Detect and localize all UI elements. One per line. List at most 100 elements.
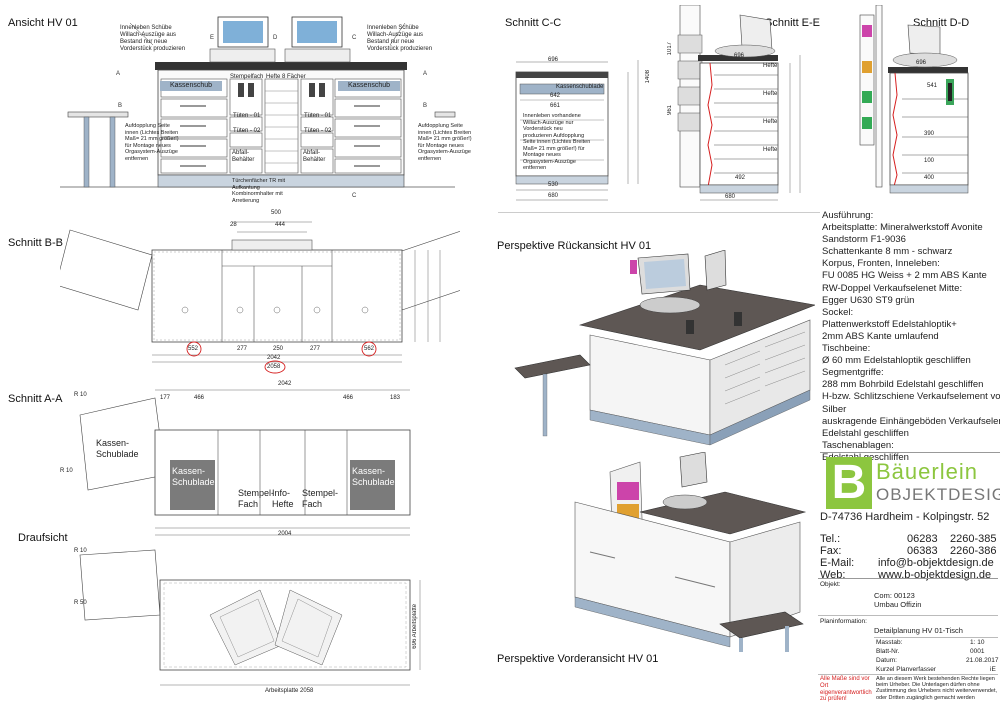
fax-number: 2260-386 <box>950 545 997 557</box>
svg-text:B: B <box>423 103 427 109</box>
dim-bb-444: 444 <box>275 222 286 228</box>
dim-dd-541: 541 <box>927 83 938 89</box>
company-name-1: Bäuerlein <box>876 459 978 484</box>
label-aa-kassenschublade-left: Kassen-Schublade <box>172 466 215 487</box>
section-aa-drawing <box>79 389 411 536</box>
dim-cc-530: 530 <box>548 182 559 188</box>
svg-text:C: C <box>352 193 357 199</box>
tb-warning: Alle Maße sind vor Ort eigenverantwortli… <box>820 676 872 703</box>
email-label: E-Mail: <box>820 557 855 569</box>
label-tueten-02-left: Tüten - 02 <box>233 128 261 134</box>
view-title-schnitt-cc: Schnitt C-C <box>505 17 562 29</box>
spec-line: Arbeitsplatte: Mineralwerkstoff Avonite <box>822 222 983 234</box>
perspective-front-drawing <box>574 452 807 652</box>
tel-area: 06283 <box>907 533 938 545</box>
dim-aa-r10-bottom: R 10 <box>60 468 73 474</box>
note-tuerchenfaecher: Türchenfächer TR mit Aufkantung Kombinor… <box>232 178 286 204</box>
label-abfall-left: Abfall-Behälter <box>232 150 255 163</box>
dim-aa-183: 183 <box>390 395 401 401</box>
tb-rights: Alle an diesem Werk bestehenden Rechte l… <box>876 676 998 701</box>
dim-bb-250: 250 <box>273 346 284 352</box>
dim-bb-28: 28 <box>230 222 237 228</box>
dim-aa-2004: 2004 <box>278 531 292 537</box>
tb-objekt-1: Com: 00123 <box>874 591 915 600</box>
spec-line: auskragende Einhängeböden Verkaufselemen… <box>822 415 1000 427</box>
spec-line: RW-Doppel Verkaufselenet Mitte: <box>822 282 963 294</box>
fax-area: 06383 <box>907 545 938 557</box>
company-address: D-74736 Hardheim - Kolpingstr. 52 <box>820 511 990 523</box>
tb-kurzel-label: Kurzel Planverfasser <box>876 666 936 673</box>
dim-bb-562: 562 <box>364 346 375 352</box>
spec-line: Taschenablagen: <box>822 439 894 451</box>
label-kassenschub-left: Kassenschub <box>160 81 222 91</box>
label-ee-hefte-4: Hefte <box>763 147 778 153</box>
dim-aa-2042: 2042 <box>278 381 292 387</box>
dim-ee-680: 680 <box>725 194 736 200</box>
spec-line: Segmentgriffe: <box>822 367 884 379</box>
dim-aa-466-left: 466 <box>194 395 205 401</box>
tb-objekt-2: Umbau Offizin <box>874 600 922 609</box>
tb-plan-label: Planinformation: <box>820 618 867 625</box>
dim-aa-r10-top: R 10 <box>74 392 87 398</box>
dim-bb-552: 552 <box>188 346 199 352</box>
tel-label: Tel.: <box>820 533 841 545</box>
note-innenleben-right: Innenleben Schübe Willach-Auszüge aus Be… <box>367 25 433 52</box>
svg-text:A: A <box>116 71 120 77</box>
dim-cc-680: 680 <box>548 193 559 199</box>
label-aa-stempelfach: Stempel-Fach <box>238 488 275 509</box>
label-ee-hefte-3: Hefte <box>763 119 778 125</box>
dim-dd-400: 400 <box>924 175 935 181</box>
worktop-elevation <box>155 62 407 70</box>
dim-ee-492: 492 <box>735 175 746 181</box>
note-cc-innenleben: Innenleben vorhandene Willach-Auszüge nu… <box>523 113 591 171</box>
dim-aa-466-right: 466 <box>343 395 354 401</box>
spec-line: Edelstahl geschliffen <box>822 427 909 439</box>
spec-line: Sockel: <box>822 306 854 318</box>
dim-cc-696: 696 <box>548 57 559 63</box>
tb-objekt-label: Objekt: <box>820 581 841 588</box>
spec-line: Tischbeine: <box>822 343 871 355</box>
label-abfall-right: Abfall-Behälter <box>303 150 326 163</box>
view-title-ansicht-hv01: Ansicht HV 01 <box>8 17 78 29</box>
label-aa-infohefte: Info-Hefte <box>272 488 294 509</box>
tb-datum: 21.08.2017 <box>966 657 999 664</box>
tb-kurzel: iE <box>990 666 996 673</box>
label-tueten-01-right: Tüten - 01 <box>304 113 332 119</box>
spec-line: Egger U630 ST9 grün <box>822 294 915 306</box>
spec-list: Ausführung: Arbeitsplatte: Mineralwerkst… <box>822 210 1000 464</box>
dim-dd-696: 696 <box>916 60 927 66</box>
spec-line: Ø 60 mm Edelstahloptik geschliffen <box>822 355 971 367</box>
note-innenleben-left: Innenleben Schübe Willach-Auszüge aus Be… <box>120 25 186 52</box>
label-tueten-02-right: Tüten - 02 <box>304 128 332 134</box>
label-ee-hefte-1: Hefte <box>763 63 778 69</box>
dim-cc-661: 661 <box>550 103 561 109</box>
label-kassenschub-right: Kassenschub <box>338 81 400 91</box>
spec-line: Ausführung: <box>822 210 874 221</box>
svg-text:D: D <box>273 35 278 41</box>
spec-line: 2mm ABS Kante umlaufend <box>822 330 939 342</box>
label-tueten-01-left: Tüten - 01 <box>233 113 261 119</box>
tel-number: 2260-385 <box>950 533 997 545</box>
email-value: info@b-objektdesign.de <box>878 557 994 569</box>
label-aa-kassenschublade-rot: Kassen-Schublade <box>96 438 139 459</box>
svg-text:B: B <box>118 103 122 109</box>
section-ee-drawing <box>677 5 801 201</box>
dim-bb-500: 500 <box>271 210 282 216</box>
svg-text:C: C <box>352 35 357 41</box>
label-cc-kassenschublade: Kassenschublade <box>556 84 604 90</box>
spec-line: Sandstorm F1-9036 <box>822 234 906 246</box>
section-cc-drawing <box>515 60 639 201</box>
title-block: Objekt: Com: 00123 Umbau Offizin Planinf… <box>818 578 999 702</box>
spec-line: Silber <box>822 403 847 415</box>
dim-top-r10: R 10 <box>74 548 87 554</box>
section-dd-drawing <box>859 5 969 194</box>
dim-top-arbeitsplatte: Arbeitsplatte 2058 <box>265 688 314 694</box>
view-title-perspektive-vorne: Perspektive Vorderansicht HV 01 <box>497 653 659 665</box>
tb-massstab: 1: 10 <box>970 639 985 646</box>
dim-ee-1408: 1408 <box>645 70 651 84</box>
top-view-drawing <box>79 549 421 686</box>
dim-ee-1017: 1017 <box>667 42 673 56</box>
tb-datum-label: Datum: <box>876 657 897 664</box>
dim-bb-2058: 2058 <box>267 364 281 370</box>
view-title-draufsicht: Draufsicht <box>18 532 68 544</box>
